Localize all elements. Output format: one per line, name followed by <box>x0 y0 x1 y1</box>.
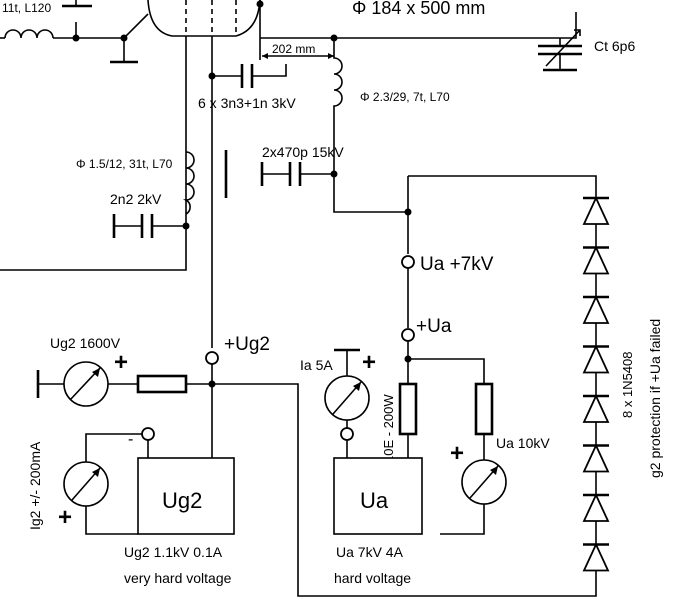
ig2-meter-plus: + <box>58 504 72 531</box>
diode <box>582 393 610 423</box>
blocking-caps-label: 2x470p 15kV <box>262 144 344 160</box>
ua-voltmeter <box>440 382 507 535</box>
distance-label: 202 mm <box>272 42 315 56</box>
diode <box>582 492 610 522</box>
ug2-meter-plus: + <box>114 349 128 376</box>
ia-meter-label: Ia 5A <box>300 357 333 373</box>
coupling-capacitors <box>240 64 287 88</box>
input-coil <box>0 22 124 39</box>
ia-meter-plus: + <box>362 349 376 376</box>
plate-choke <box>330 34 412 216</box>
series-resistor-label: 10E - 200W <box>381 394 396 463</box>
ig2-meter-minus: - <box>128 431 133 448</box>
ug2-voltmeter <box>36 361 188 407</box>
ua-meter-plus: + <box>450 440 464 467</box>
ug2-supply-note: very hard voltage <box>124 570 232 586</box>
screen-bypass-label: 2n2 2kV <box>110 191 162 207</box>
diode <box>582 195 610 225</box>
ug2-supply-spec: Ug2 1.1kV 0.1A <box>124 544 223 560</box>
input-coil-label: 11t, L120 <box>2 1 51 15</box>
tube-symbol <box>147 0 261 37</box>
ua-plus-label: +Ua <box>416 316 452 337</box>
tank-dimensions: Φ 184 x 500 mm <box>352 0 485 18</box>
blocking-capacitors <box>260 162 334 186</box>
ua-meter-label: Ua 10kV <box>496 435 550 451</box>
ct-variable-capacitor <box>538 29 582 72</box>
ua-line <box>401 175 597 384</box>
plate-line <box>0 0 264 348</box>
ig2-ammeter <box>63 427 155 535</box>
protection-note: g2 protection if +Ua failed <box>647 319 663 478</box>
ug2-plus-label: +Ug2 <box>224 334 270 355</box>
ua-supply-box <box>333 457 423 535</box>
diode <box>582 245 610 275</box>
screen-bypass-capacitor <box>112 214 190 238</box>
diode <box>582 542 610 572</box>
ua-supply-label: Ua <box>360 488 389 513</box>
ua-supply-note: hard voltage <box>334 570 411 586</box>
screen-choke-label: Φ 1.5/12, 31t, L70 <box>76 157 173 171</box>
plate-choke-label: Φ 2.3/29, 7t, L70 <box>360 90 450 104</box>
tank-line <box>260 12 577 39</box>
diode-string-label: 8 x 1N5408 <box>620 352 635 419</box>
diode-string <box>582 195 610 572</box>
coupling-caps-label: 6 x 3n3+1n 3kV <box>198 95 296 111</box>
ug2-meter-label: Ug2 1600V <box>50 335 121 351</box>
ia-ammeter <box>324 348 370 458</box>
diode <box>582 294 610 324</box>
ug2-line <box>186 351 597 597</box>
top-bypass-caps <box>62 0 149 64</box>
distance-marker <box>262 53 334 59</box>
ug2-supply-label: Ug2 <box>162 488 202 513</box>
diode <box>582 344 610 374</box>
ua-plus-7kv-label: Ua +7kV <box>420 254 494 275</box>
series-resistor <box>398 382 418 436</box>
ct-label: Ct 6p6 <box>594 38 635 54</box>
ua-supply-spec: Ua 7kV 4A <box>336 544 404 560</box>
screen-choke <box>182 150 228 215</box>
ig2-meter-label: Ig2 +/- 200mA <box>27 441 43 530</box>
ug2-supply-box <box>137 457 235 535</box>
diode <box>582 443 610 473</box>
